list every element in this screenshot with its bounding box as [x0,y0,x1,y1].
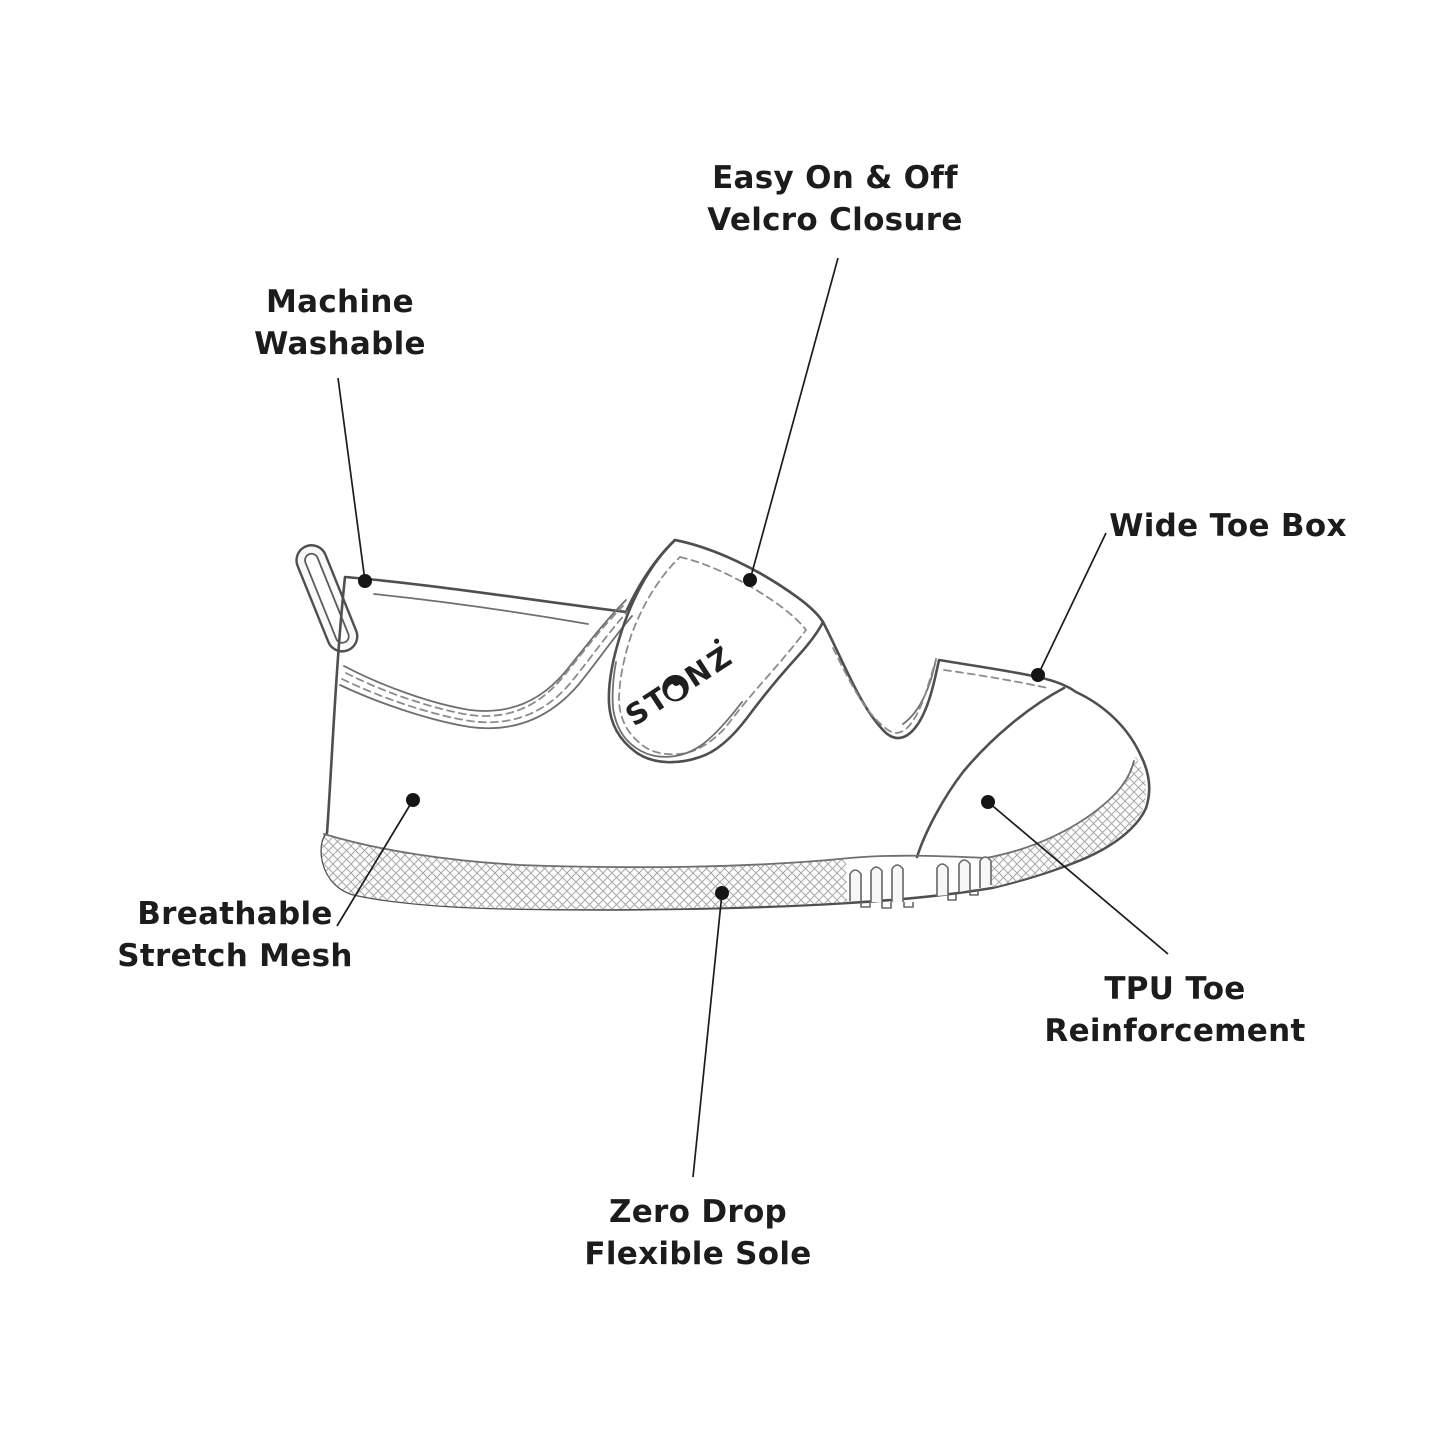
collar-band [339,599,633,730]
callout-wide-toe-box: Wide Toe Box [1109,505,1347,547]
callout-tpu-toe: TPU Toe Reinforcement [1044,968,1305,1052]
trademark-dot [713,638,720,644]
leader-stretch-mesh [336,793,420,927]
toe-bumper [985,757,1147,887]
callout-line: Breathable [137,896,333,932]
tread-pattern [849,856,992,909]
callout-machine-washable: Machine Washable [254,281,426,365]
callout-line: Velcro Closure [707,202,963,238]
callout-stretch-mesh: Breathable Stretch Mesh [117,893,353,977]
callout-line: Zero Drop [608,1194,788,1230]
velcro-strap: ST NZ [607,538,825,764]
ankle-opening-band [832,647,1049,734]
callout-dot [715,886,729,900]
callout-line: Flexible Sole [584,1236,812,1272]
callout-line: Washable [254,326,426,362]
leader-flexible-sole [692,886,729,1178]
callout-line: Reinforcement [1044,1013,1306,1049]
heel-topline-inner [373,593,589,625]
callout-line: TPU Toe [1104,971,1246,1007]
stonz-o-icon [662,674,689,702]
callout-flexible-sole: Zero Drop Flexible Sole [584,1191,811,1275]
callout-dot [981,795,995,809]
toe-cap-seam [915,686,1066,859]
leader-tpu-toe [981,795,1169,955]
callout-dot [1031,668,1045,682]
callout-dot [743,573,757,587]
callout-line: Wide Toe Box [1109,508,1347,544]
callout-dot [358,574,372,588]
leader-machine-washable [337,377,372,588]
heel-pull-loop-icon [295,544,359,653]
callout-line: Easy On & Off [712,160,958,196]
callout-line: Stretch Mesh [117,938,353,974]
callout-velcro-closure: Easy On & Off Velcro Closure [707,157,962,241]
callout-line: Machine [265,284,415,320]
stonz-logo: ST NZ [619,638,739,733]
leader-wide-toe-box [1031,532,1107,682]
sole [321,833,987,910]
leader-velcro-closure [743,257,839,587]
callout-dot [406,793,420,807]
